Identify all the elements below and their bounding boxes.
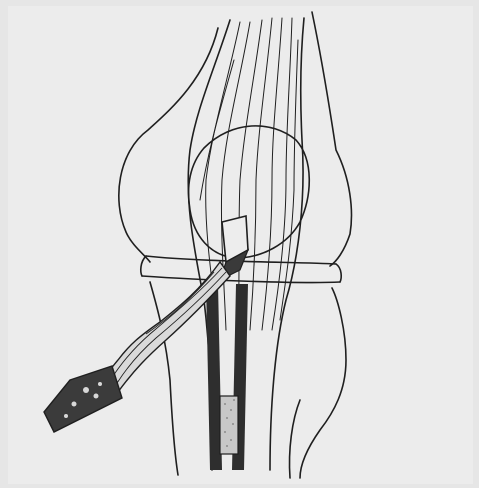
graft-bone-plug <box>220 396 238 454</box>
